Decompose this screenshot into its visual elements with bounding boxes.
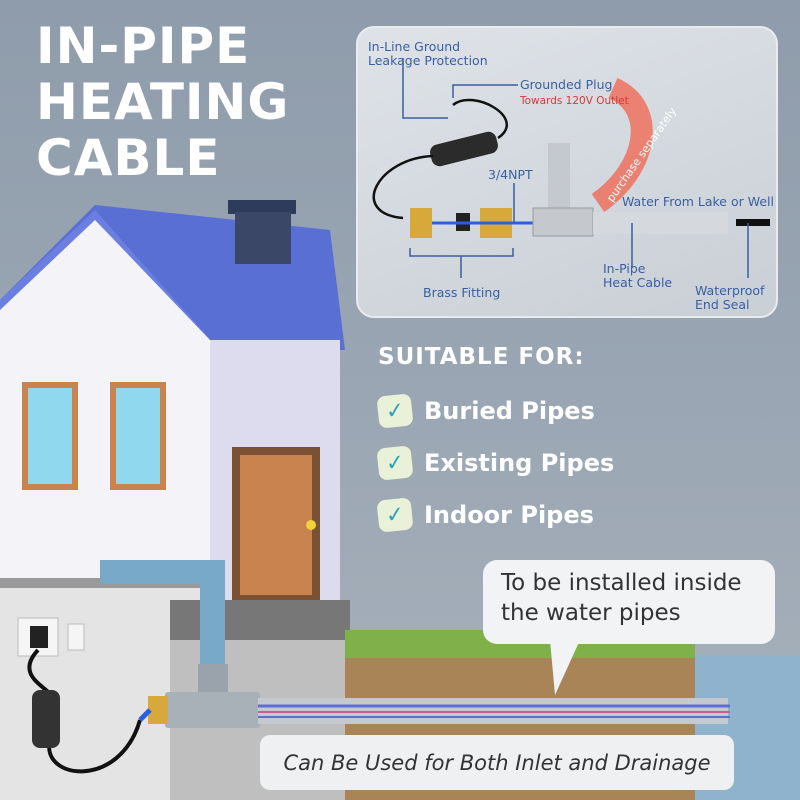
label-plug-note: Towards 120V Outlet [520, 95, 629, 107]
bottom-note: Can Be Used for Both Inlet and Drainage [260, 735, 734, 790]
title-line: CABLE [36, 129, 221, 187]
label-water-source: Water From Lake or Well [622, 194, 774, 209]
speech-bubble: To be installed inside the water pipes [483, 560, 775, 644]
label-npt: 3/4NPT [488, 167, 533, 182]
title-line: HEATING [36, 73, 290, 131]
suitable-item: ✓ Buried Pipes [376, 393, 595, 429]
check-icon: ✓ [376, 445, 414, 481]
label-ground-leakage: In-Line Ground Leakage Protection [368, 39, 488, 68]
label-end-seal: Waterproof End Seal [695, 283, 765, 312]
suitable-item-label: Buried Pipes [424, 397, 595, 425]
bubble-tail [550, 640, 580, 695]
diagram-graphic [372, 58, 770, 278]
suitable-item-label: Existing Pipes [424, 449, 615, 477]
label-brass-fitting: Brass Fitting [423, 285, 501, 300]
check-icon: ✓ [376, 497, 414, 533]
product-diagram: In-Line Ground Leakage Protection Ground… [356, 26, 778, 318]
gfci-device [32, 690, 60, 748]
suitable-item: ✓ Indoor Pipes [376, 497, 594, 533]
suitable-heading: SUITABLE FOR: [378, 344, 585, 370]
page-title: IN-PIPE HEATING CABLE [36, 18, 289, 186]
check-icon: ✓ [376, 393, 414, 429]
label-grounded-plug: Grounded Plug [520, 77, 613, 92]
suitable-item-label: Indoor Pipes [424, 501, 594, 529]
title-line: IN-PIPE [36, 17, 251, 75]
suitable-item: ✓ Existing Pipes [376, 445, 615, 481]
bubble-text: To be installed inside the water pipes [501, 570, 742, 626]
chimney [235, 212, 291, 264]
label-heat-cable: In-Pipe Heat Cable [603, 261, 673, 290]
bottom-note-text: Can Be Used for Both Inlet and Drainage [283, 750, 711, 775]
